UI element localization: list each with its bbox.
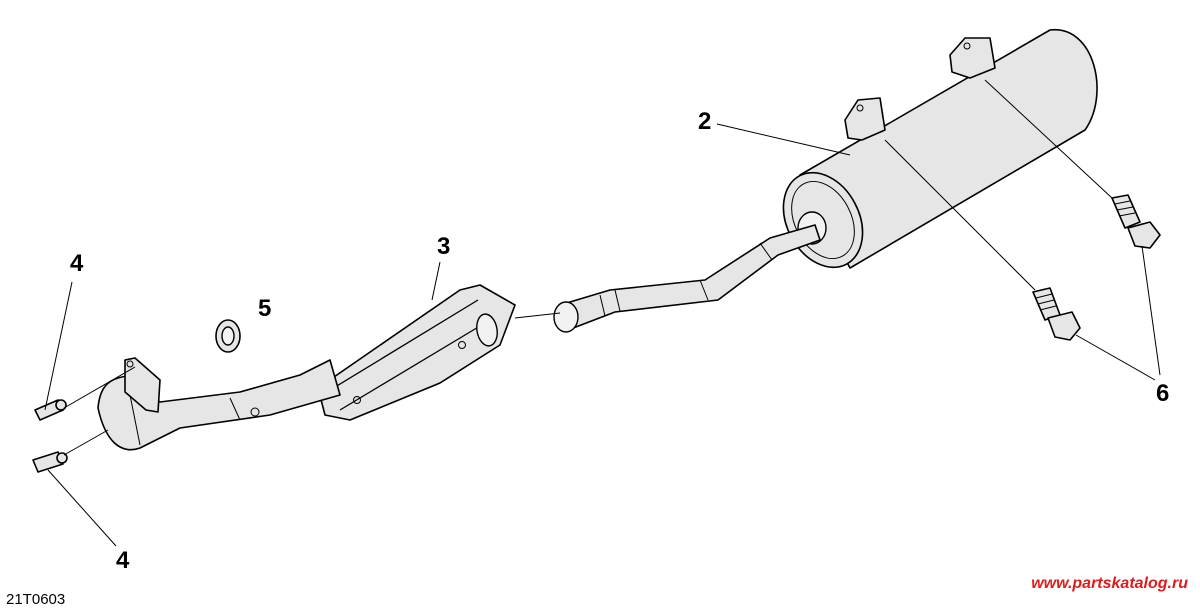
gasket xyxy=(215,319,241,353)
bolt-upper xyxy=(1111,194,1161,249)
callout-2: 2 xyxy=(698,108,711,135)
header-pipe xyxy=(97,357,341,451)
heat-shield xyxy=(317,284,516,421)
mid-pipe xyxy=(553,224,821,333)
bolt-lower xyxy=(1032,287,1081,341)
muffler xyxy=(782,29,1098,269)
callout-4-top: 4 xyxy=(70,250,84,277)
callout-4-bottom: 4 xyxy=(116,547,130,574)
stud-lower xyxy=(32,451,68,473)
callout-6: 6 xyxy=(1156,380,1169,407)
stud-upper xyxy=(34,399,67,421)
drawing-code: 21T0603 xyxy=(6,591,65,608)
watermark: www.partskatalog.ru xyxy=(1031,575,1188,592)
leader-lines xyxy=(44,79,1161,547)
callout-3: 3 xyxy=(437,233,450,260)
callout-5: 5 xyxy=(258,295,271,322)
